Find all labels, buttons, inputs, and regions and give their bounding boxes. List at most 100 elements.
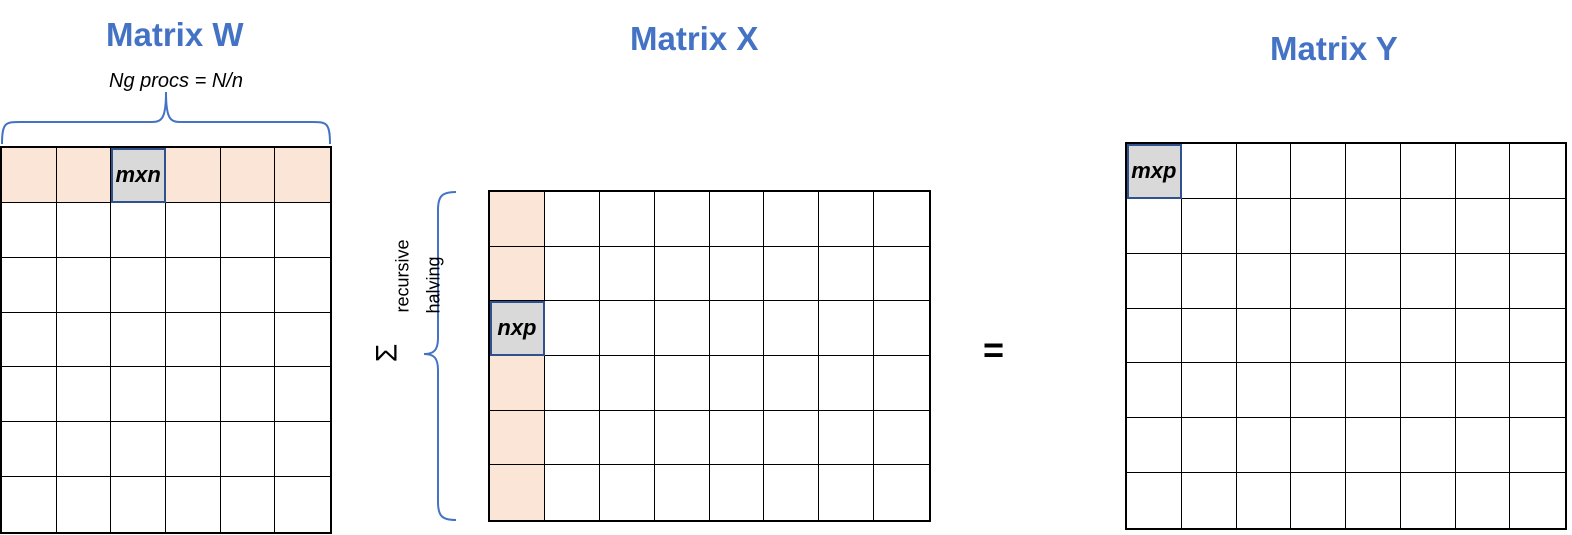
matrix-w-title: Matrix W	[106, 16, 244, 53]
matrix-cell	[166, 312, 221, 368]
matrix-cell	[1127, 308, 1182, 364]
matrix-cell	[1291, 473, 1346, 528]
matrix-cell	[166, 422, 221, 478]
matrix-cell	[1181, 473, 1237, 528]
matrix-cell	[1510, 418, 1565, 474]
matrix-cell	[56, 202, 112, 258]
matrix-cell	[220, 257, 276, 313]
matrix-cell	[56, 367, 112, 423]
matrix-cell	[1346, 363, 1401, 419]
equals-sign: =	[983, 329, 1005, 370]
matrix-cell	[1346, 198, 1401, 254]
matrix-cell	[599, 301, 655, 356]
matrix-cell	[1510, 253, 1565, 309]
matrix-cell	[654, 465, 710, 520]
matrix-cell	[166, 257, 221, 313]
matrix-cell	[166, 477, 221, 532]
matrix-cell	[764, 246, 820, 302]
matrix-cell	[599, 410, 655, 466]
matrix-cell	[1181, 144, 1237, 199]
matrix-cell	[1346, 418, 1401, 474]
matrix-cell	[654, 246, 710, 302]
matrix-cell	[1181, 363, 1237, 419]
matrix-cell	[1346, 473, 1401, 528]
matrix-cell	[1346, 308, 1401, 364]
matrix-x-grid: nxp	[488, 190, 931, 522]
matrix-cell	[1236, 473, 1292, 528]
matrix-cell	[819, 246, 875, 302]
horizontal-brace	[1, 91, 331, 145]
matrix-cell	[1291, 253, 1346, 309]
matrix-cell	[1400, 308, 1456, 364]
matrix-cell	[764, 465, 820, 520]
matrix-cell	[1291, 363, 1346, 419]
matrix-cell	[1127, 473, 1182, 528]
matrix-cell	[166, 367, 221, 423]
matrix-cell	[709, 410, 765, 466]
matrix-cell	[1400, 144, 1456, 199]
matrix-cell	[220, 148, 276, 203]
matrix-cell	[111, 312, 166, 368]
matrix-cell	[1291, 418, 1346, 474]
matrix-cell	[1181, 253, 1237, 309]
matrix-cell	[2, 148, 57, 203]
matrix-cell	[2, 367, 57, 423]
matrix-cell	[654, 192, 710, 247]
matrix-cell	[1510, 308, 1565, 364]
matrix-cell	[1510, 363, 1565, 419]
matrix-cell	[1455, 418, 1511, 474]
matrix-cell	[2, 312, 57, 368]
matrix-cell	[1455, 144, 1511, 199]
matrix-cell	[111, 477, 166, 532]
matrix-cell	[490, 410, 545, 466]
matrix-cell	[275, 202, 330, 258]
ng-procs-label: Ng procs = N/n	[109, 70, 243, 92]
matrix-cell	[111, 367, 166, 423]
matrix-cell	[1236, 144, 1292, 199]
matrix-cell	[166, 148, 221, 203]
matrix-cell	[709, 192, 765, 247]
matrix-cell	[874, 410, 929, 466]
matrix-cell	[764, 192, 820, 247]
matrix-cell	[819, 410, 875, 466]
matrix-cell	[2, 202, 57, 258]
matrix-cell	[490, 356, 545, 411]
matrix-cell	[874, 192, 929, 247]
matrix-cell	[1236, 308, 1292, 364]
matrix-cell	[654, 410, 710, 466]
matrix-cell	[2, 422, 57, 478]
matrix-cell	[1455, 308, 1511, 364]
matrix-cell	[654, 356, 710, 411]
matrix-cell	[1181, 418, 1237, 474]
matrix-cell	[275, 477, 330, 532]
matrix-cell	[1400, 363, 1456, 419]
matrix-w-grid: mxn	[0, 146, 332, 534]
matrix-cell	[111, 422, 166, 478]
matrix-cell	[874, 301, 929, 356]
matrix-cell	[1400, 473, 1456, 528]
matrix-cell	[220, 312, 276, 368]
matrix-cell	[544, 192, 600, 247]
matrix-cell	[1127, 363, 1182, 419]
matrix-cell	[1236, 363, 1292, 419]
matrix-cell	[1400, 418, 1456, 474]
matrix-cell	[599, 465, 655, 520]
matrix-cell	[111, 202, 166, 258]
matrix-x-title: Matrix X	[630, 20, 759, 57]
matrix-cell	[874, 246, 929, 302]
recursive-label: recursive	[392, 239, 413, 313]
matrix-cell	[1127, 253, 1182, 309]
matrix-cell	[220, 422, 276, 478]
matrix-cell	[2, 257, 57, 313]
matrix-cell	[819, 192, 875, 247]
matrix-cell	[654, 301, 710, 356]
matrix-cell	[490, 246, 545, 302]
matrix-cell	[874, 465, 929, 520]
matrix-cell	[1346, 253, 1401, 309]
matrix-cell	[1455, 473, 1511, 528]
matrix-cell	[1291, 198, 1346, 254]
matrix-cell	[275, 422, 330, 478]
matrix-cell	[764, 410, 820, 466]
matrix-cell	[544, 410, 600, 466]
matrix-cell	[709, 356, 765, 411]
